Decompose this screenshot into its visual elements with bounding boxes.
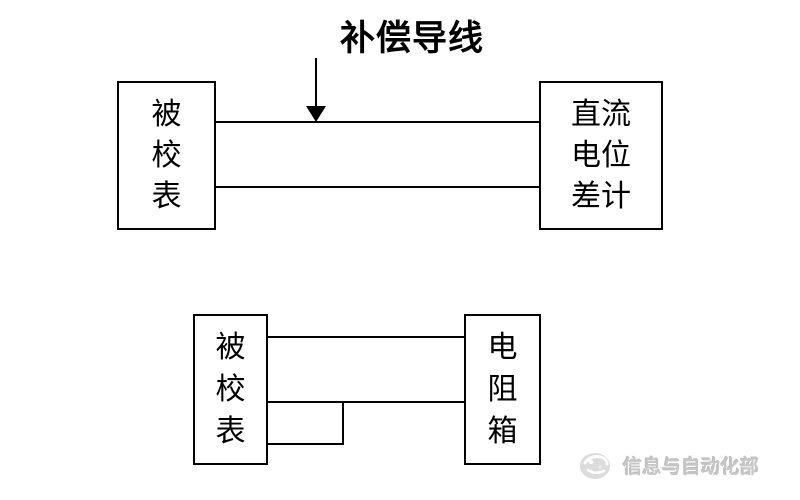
box-label-line: 电 [487, 329, 518, 365]
wire-bottom-step-horizontal [267, 443, 344, 445]
box-label-line: 差计 [571, 179, 631, 214]
calibrated-meter-box-top: 被 校 表 [117, 81, 216, 230]
compensation-wire-label: 补偿导线 [339, 19, 484, 59]
watermark: 信息与自动化部 [577, 449, 760, 481]
resistance-box: 电 阻 箱 [464, 314, 541, 465]
box-label-line: 箱 [487, 413, 518, 449]
wire-bottom-step-vertical [342, 401, 344, 445]
box-label-line: 表 [215, 413, 246, 449]
wire-bottom-middle [267, 401, 465, 403]
box-label-line: 被 [215, 329, 246, 365]
box-label-line: 直流 [571, 97, 631, 132]
dc-potentiometer-box: 直流 电位 差计 [539, 81, 663, 230]
down-arrow-head [306, 106, 326, 122]
watermark-text: 信息与自动化部 [623, 455, 760, 478]
wire-bottom-upper [267, 336, 465, 338]
wire-top-upper [215, 121, 540, 123]
box-label-line: 校 [215, 371, 246, 407]
swirl-logo-icon [580, 453, 610, 479]
wire-top-lower [215, 186, 540, 188]
box-label-line: 被 [151, 97, 182, 132]
down-arrow-shaft [315, 58, 317, 108]
box-label-line: 校 [151, 138, 182, 173]
box-label-line: 电位 [571, 138, 631, 173]
calibrated-meter-box-bottom: 被 校 表 [193, 314, 268, 465]
box-label-line: 表 [151, 179, 182, 214]
box-label-line: 阻 [487, 371, 518, 407]
